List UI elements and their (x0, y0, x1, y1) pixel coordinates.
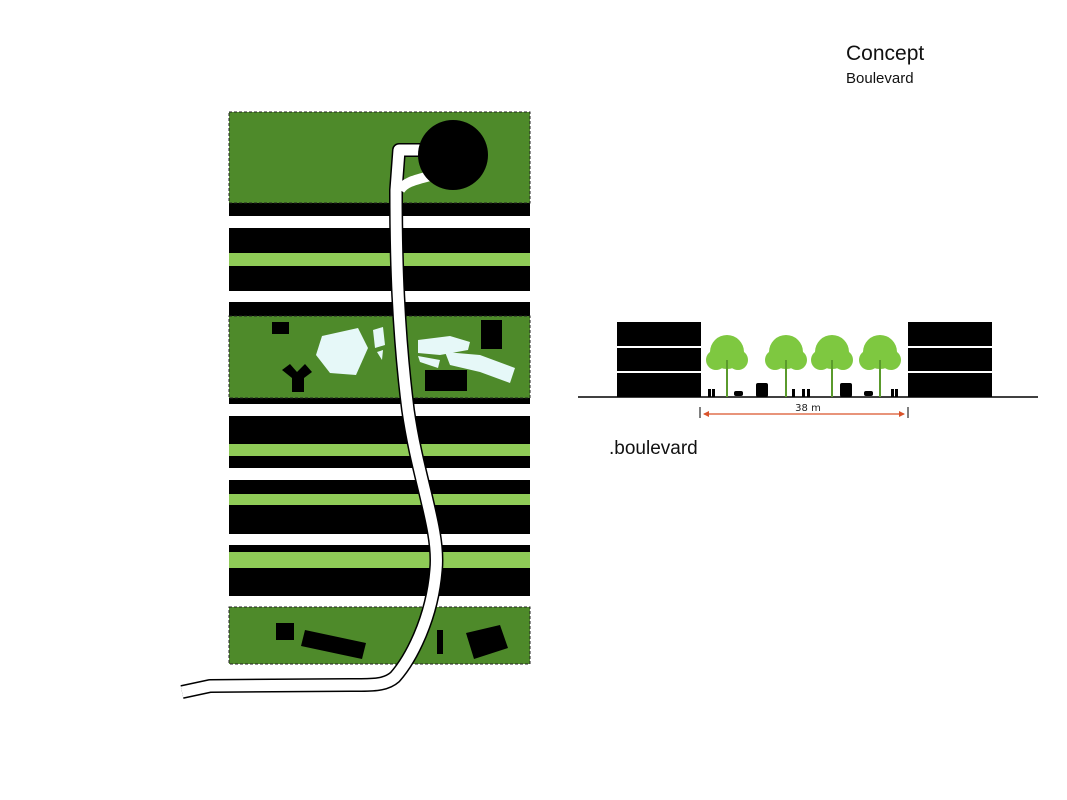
pedestrian-icon (712, 389, 715, 397)
building-block (466, 625, 508, 659)
plaza-shape (373, 327, 385, 360)
tram-icon (756, 383, 768, 397)
page-title: Concept (846, 42, 925, 65)
light-green-stripe (229, 253, 530, 266)
section-label: .boulevard (609, 438, 698, 459)
white-stripe (229, 468, 530, 480)
building-right (908, 322, 992, 397)
light-green-stripe (229, 444, 530, 456)
plaza-shape (418, 336, 515, 383)
white-stripe (229, 216, 530, 228)
y-shaped-building (282, 364, 312, 392)
car-icon (864, 391, 873, 396)
car-icon (734, 391, 743, 396)
plaza-shape (316, 328, 368, 375)
building-block (301, 630, 366, 659)
pedestrian-icon (807, 389, 810, 397)
white-stripe (229, 534, 530, 545)
street-section: 38 m (578, 322, 1038, 418)
tree-icon (706, 335, 748, 397)
building-block (425, 370, 467, 391)
tree-icon (811, 335, 853, 397)
building-left (617, 322, 701, 397)
building-block (272, 322, 289, 334)
white-stripe (229, 404, 530, 416)
tram-icon (840, 383, 852, 397)
pedestrian-icon (891, 389, 894, 397)
pedestrian-icon (895, 389, 898, 397)
building-block (481, 320, 502, 349)
pedestrian-icon (802, 389, 805, 397)
tree-icon (859, 335, 901, 397)
tree-icon (765, 335, 807, 397)
dimension-line (699, 407, 909, 418)
pedestrian-icon (708, 389, 711, 397)
light-green-stripe (229, 552, 530, 568)
light-green-stripe (229, 494, 530, 505)
building-block (276, 623, 294, 640)
site-plan (180, 111, 531, 699)
white-stripe (229, 291, 530, 302)
building-block (437, 630, 443, 654)
white-stripe (229, 596, 530, 607)
pedestrian-icon (792, 389, 795, 397)
dimension-label: 38 m (795, 403, 821, 414)
roundabout-circle (418, 120, 488, 190)
page-subtitle: Boulevard (846, 70, 914, 87)
